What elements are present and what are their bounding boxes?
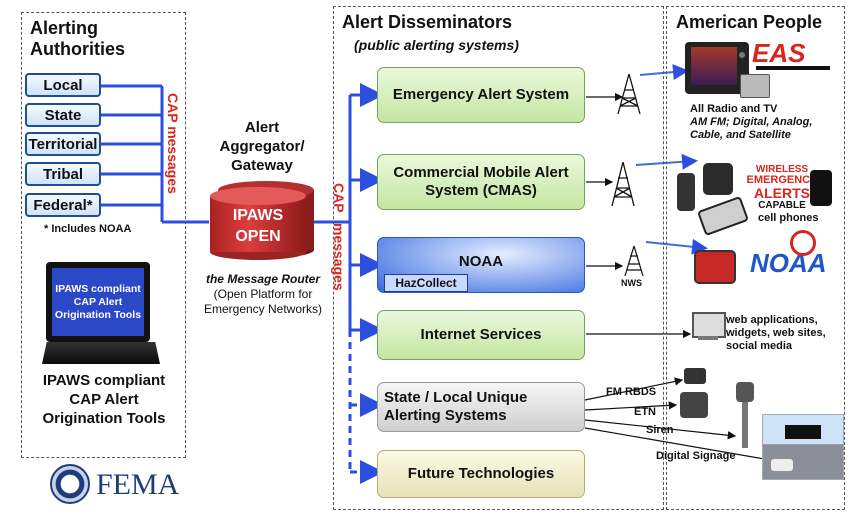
state-local-systems-box[interactable]: State / Local Unique Alerting Systems (377, 382, 585, 432)
tv-icon (685, 42, 749, 94)
dhs-seal-icon (50, 464, 90, 504)
radio-icon (740, 74, 770, 98)
eas-tower-icon (617, 73, 641, 115)
broadcast-icon (790, 230, 816, 256)
computer-stand (698, 336, 718, 340)
internet-services-box[interactable]: Internet Services (377, 310, 585, 360)
authority-state[interactable]: State (25, 103, 101, 127)
noaa-footnote: * Includes NOAA (44, 223, 132, 235)
cell-phone-icon (677, 173, 695, 211)
computer-monitor-icon (692, 312, 726, 338)
disseminators-title: Alert Disseminators (342, 12, 513, 32)
output-fm-rbds: FM RBDS (606, 386, 657, 398)
ipaws-open-drum[interactable] (205, 176, 317, 262)
laptop-image[interactable]: IPAWS compliant CAP Alert Origination To… (42, 262, 162, 367)
disseminators-panel (333, 6, 664, 510)
people-panel (666, 6, 845, 510)
cmas-box[interactable]: Commercial Mobile Alert System (CMAS) (377, 154, 585, 210)
nws-tower-icon (624, 245, 644, 277)
future-technologies-box[interactable]: Future Technologies (377, 450, 585, 498)
wea-phone-icon (810, 170, 832, 206)
eas-logo: EAS (752, 38, 832, 72)
noaa-weather-radio-logo: NOAA (750, 248, 827, 278)
people-title: American People (676, 12, 823, 32)
web-caption: web applications, widgets, web sites, so… (726, 314, 826, 352)
telephone-icon (680, 392, 708, 418)
output-digital-signage: Digital Signage (656, 450, 736, 462)
authority-territorial[interactable]: Territorial (25, 132, 101, 156)
laptop-screen-text: IPAWS compliant CAP Alert Origination To… (52, 268, 144, 336)
message-router-caption: the Message Router (Open Platform for Em… (203, 272, 323, 316)
authority-federal[interactable]: Federal* (25, 193, 101, 217)
cell-phones-label: cell phones (758, 212, 819, 224)
digital-signage-image (762, 414, 844, 480)
disseminators-subtitle: (public alerting systems) (354, 37, 519, 53)
noaa-box-label: NOAA (458, 253, 504, 270)
authority-tribal[interactable]: Tribal (25, 162, 101, 186)
output-etn: ETN (634, 406, 656, 418)
ipaws-open-label: IPAWS OPEN (232, 207, 284, 245)
authorities-title: Alerting Authorities (30, 18, 126, 59)
weather-radio-icon (694, 250, 736, 284)
wea-logo: WIRELESS EMERGENCY ALERTS CAPABLE (746, 164, 818, 211)
authority-local[interactable]: Local (25, 73, 101, 97)
hazcollect-box[interactable]: HazCollect (384, 274, 468, 292)
cap-messages-label-left: CAP messages (165, 93, 181, 194)
eas-box[interactable]: Emergency Alert System (377, 67, 585, 123)
authorities-panel (21, 12, 186, 458)
siren-pole-icon (736, 382, 754, 448)
aggregator-title: Alert Aggregator/ Gateway (219, 119, 305, 174)
messages-label-right: messages (331, 223, 347, 291)
fema-logo: FEMA (96, 468, 180, 501)
smartphone-icon (703, 163, 733, 195)
nws-label: NWS (621, 278, 642, 288)
fm-radio-icon (684, 368, 706, 384)
radio-tv-caption: All Radio and TV AM FM; Digital, Analog,… (690, 103, 813, 141)
cap-label-right: CAP (331, 183, 347, 213)
origination-tools-label: IPAWS compliant CAP Alert Origination To… (42, 372, 166, 427)
cmas-tower-icon (611, 161, 635, 207)
